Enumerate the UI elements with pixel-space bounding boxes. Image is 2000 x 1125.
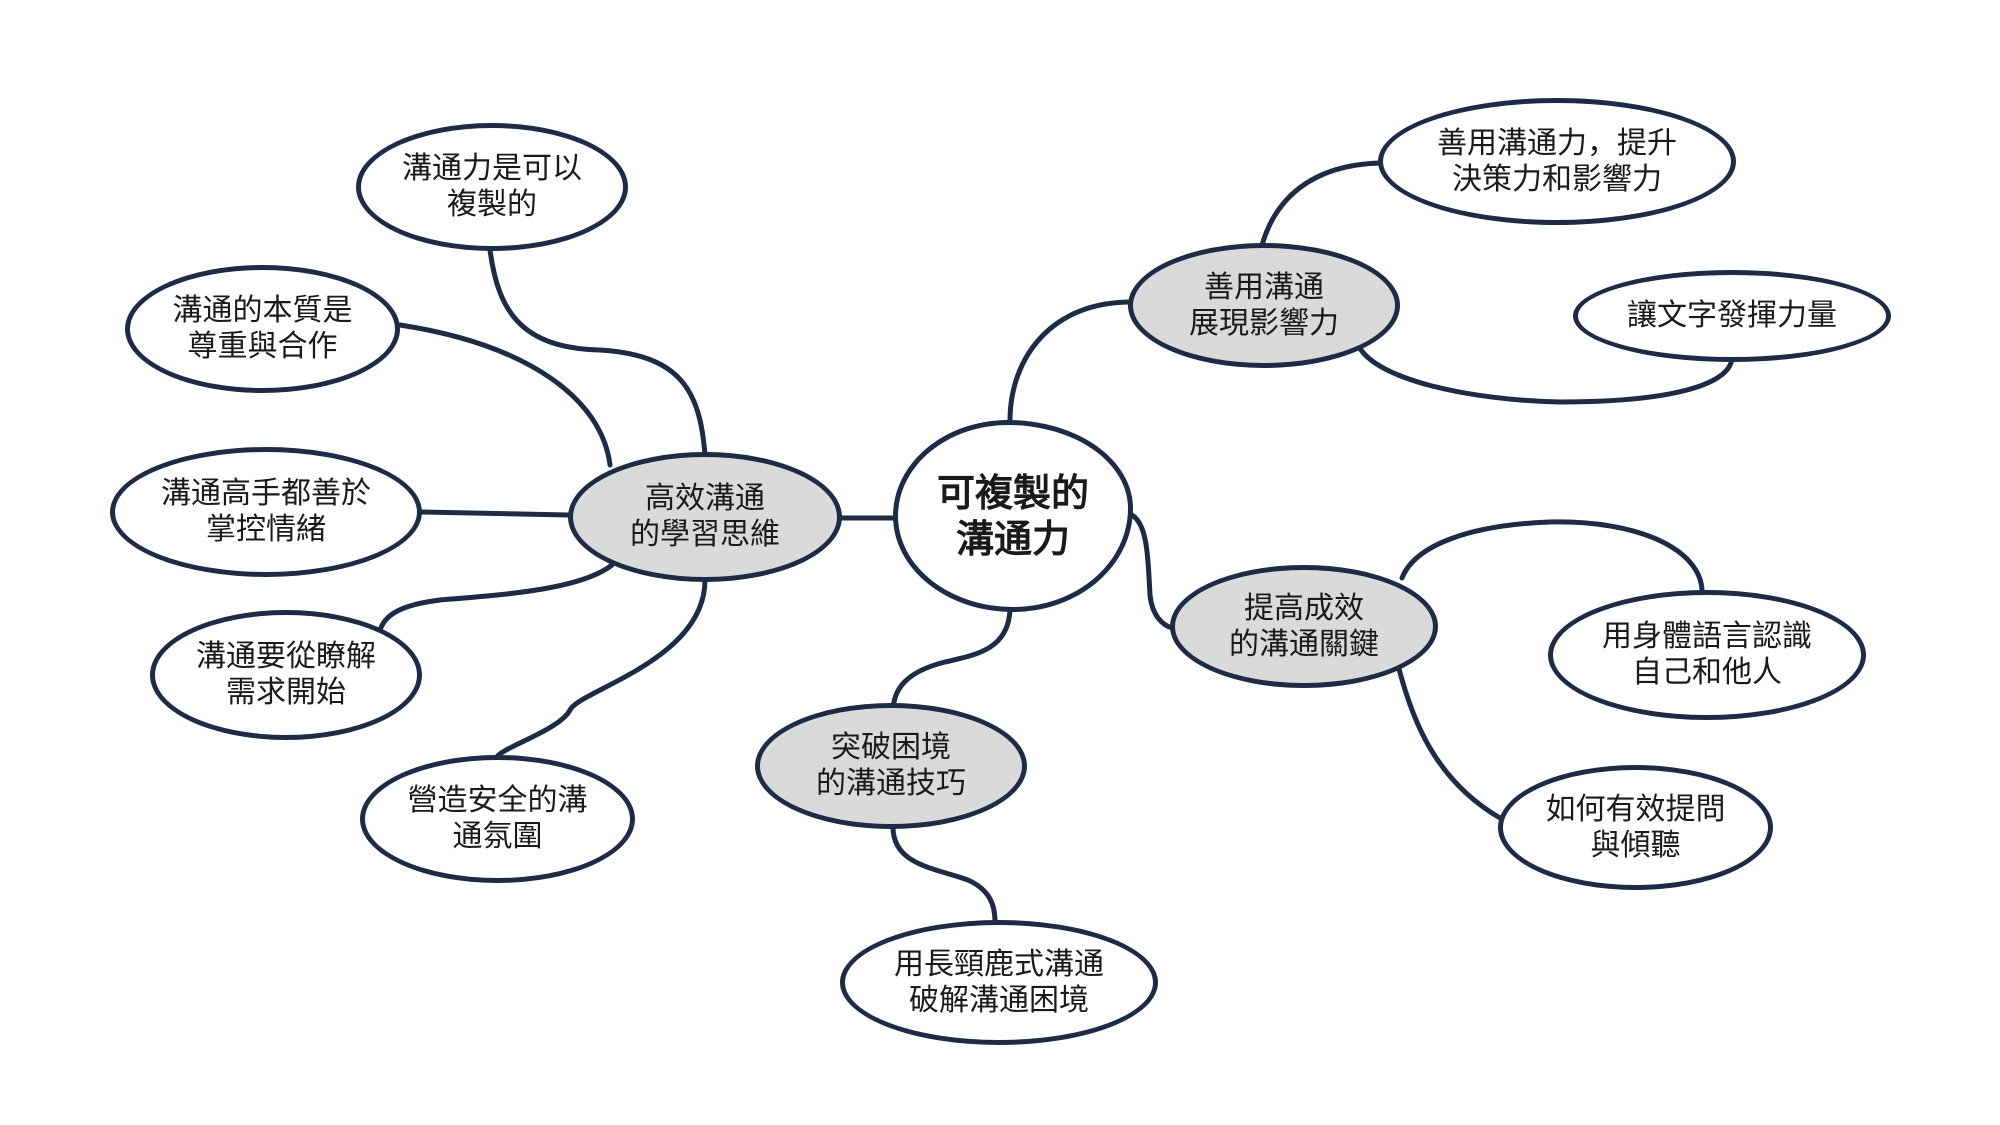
link-learning-needs bbox=[377, 562, 615, 633]
topic-influence-label: 善用溝通 展現影響力 bbox=[1189, 269, 1339, 341]
topic-learning[interactable]: 高效溝通 的學習思維 bbox=[568, 452, 842, 582]
leaf-essence[interactable]: 溝通的本質是 尊重與合作 bbox=[125, 265, 400, 393]
topic-learning-label: 高效溝通 的學習思維 bbox=[630, 481, 780, 552]
leaf-decision[interactable]: 善用溝通力，提升 決策力和影響力 bbox=[1378, 98, 1736, 225]
leaf-essence-label: 溝通的本質是 尊重與合作 bbox=[172, 293, 353, 364]
leaf-body-language[interactable]: 用身體語言認識 自己和他人 bbox=[1548, 590, 1866, 720]
link-effect-body bbox=[1399, 519, 1705, 593]
link-learning-copyable bbox=[487, 247, 708, 458]
leaf-ask-listen[interactable]: 如何有效提問 與傾聽 bbox=[1498, 765, 1773, 890]
link-learning-safe bbox=[493, 577, 708, 761]
leaf-giraffe-label: 用長頸鹿式溝通 破解溝通困境 bbox=[894, 946, 1104, 1018]
link-breakthrough-giraffe bbox=[890, 824, 998, 925]
leaf-emotion-label: 溝通高手都善於 掌控情緒 bbox=[161, 476, 371, 547]
leaf-giraffe[interactable]: 用長頸鹿式溝通 破解溝通困境 bbox=[840, 920, 1158, 1045]
leaf-copyable-label: 溝通力是可以 複製的 bbox=[402, 151, 582, 222]
leaf-safe-label: 營造安全的溝 通氛圍 bbox=[407, 783, 588, 854]
link-learning-essence bbox=[397, 322, 613, 468]
leaf-ask-listen-label: 如何有效提問 與傾聽 bbox=[1545, 791, 1726, 863]
topic-breakthrough[interactable]: 突破困境 的溝通技巧 bbox=[755, 703, 1027, 829]
leaf-emotion[interactable]: 溝通高手都善於 掌控情緒 bbox=[110, 447, 422, 577]
leaf-words-label: 讓文字發揮力量 bbox=[1627, 298, 1837, 333]
link-influence-words bbox=[1355, 342, 1735, 405]
leaf-words[interactable]: 讓文字發揮力量 bbox=[1573, 270, 1891, 362]
link-learning-emotion bbox=[419, 509, 571, 518]
topic-influence[interactable]: 善用溝通 展現影響力 bbox=[1128, 243, 1400, 368]
link-influence-decision bbox=[1259, 160, 1383, 248]
leaf-decision-label: 善用溝通力，提升 決策力和影響力 bbox=[1437, 125, 1677, 197]
topic-effect-label: 提高成效 的溝通關鍵 bbox=[1229, 590, 1379, 662]
link-root-effect bbox=[1129, 512, 1175, 631]
link-effect-ask bbox=[1395, 662, 1503, 821]
leaf-copyable[interactable]: 溝通力是可以 複製的 bbox=[356, 123, 628, 251]
link-root-influence bbox=[1007, 299, 1138, 423]
leaf-needs[interactable]: 溝通要從瞭解 需求開始 bbox=[150, 610, 422, 740]
topic-effect[interactable]: 提高成效 的溝通關鍵 bbox=[1170, 565, 1438, 688]
root-node[interactable]: 可複製的 溝通力 bbox=[893, 420, 1133, 612]
link-root-breakthrough bbox=[890, 607, 1013, 715]
root-label: 可複製的 溝通力 bbox=[936, 471, 1089, 561]
topic-breakthrough-label: 突破困境 的溝通技巧 bbox=[816, 730, 966, 801]
leaf-safe[interactable]: 營造安全的溝 通氛圍 bbox=[360, 755, 635, 883]
leaf-needs-label: 溝通要從瞭解 需求開始 bbox=[196, 639, 376, 710]
leaf-body-language-label: 用身體語言認識 自己和他人 bbox=[1602, 619, 1812, 690]
